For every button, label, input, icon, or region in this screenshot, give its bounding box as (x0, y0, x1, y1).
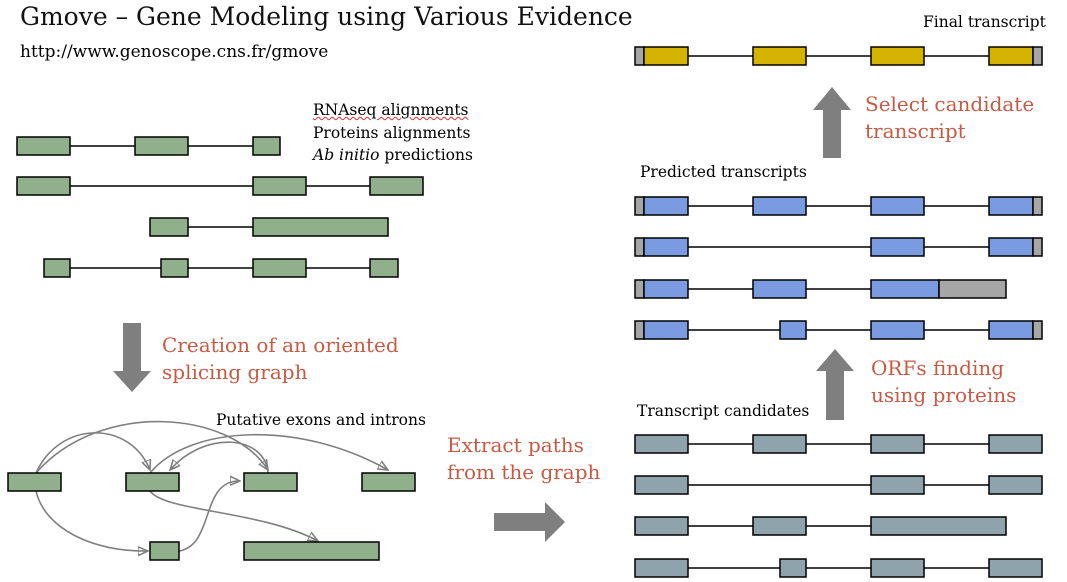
graph-exon-node (243, 472, 298, 492)
graph-exon-node (7, 472, 62, 492)
arrow-up-icon (816, 349, 854, 420)
graph-exon-node (361, 472, 416, 492)
evidence-exon (149, 217, 189, 237)
arrow-up-icon (813, 87, 851, 158)
label-putative-exons-introns: Putative exons and introns (216, 411, 426, 429)
graph-edges (35, 420, 388, 551)
evidence-exon (43, 258, 71, 278)
evidence-row-2 (16, 176, 424, 196)
evidence-exon (134, 136, 189, 156)
evidence-row-1 (16, 136, 281, 156)
evidence-exon (252, 136, 281, 156)
transcript-candidates (634, 434, 1043, 578)
candidate-row-3 (634, 516, 1007, 536)
arrow-down-icon (113, 323, 151, 392)
evidence-exon (16, 176, 71, 196)
evidence-exon (252, 217, 389, 237)
evidence-exon (16, 136, 71, 156)
evidence-alignments (16, 136, 424, 278)
splicing-graph (7, 420, 416, 561)
evidence-row-4 (43, 258, 399, 278)
project-url: http://www.genoscope.cns.fr/gmove (20, 42, 329, 62)
predicted-row-1 (634, 196, 1043, 216)
evidence-exon (160, 258, 189, 278)
legend-proteins: Proteins alignments (313, 124, 471, 142)
evidence-exon (369, 258, 399, 278)
legend-abinitio: Ab initio predictions (313, 146, 473, 164)
graph-exon-node (125, 472, 180, 492)
predicted-row-3 (634, 279, 1007, 299)
label-transcript-candidates: Transcript candidates (637, 402, 810, 420)
evidence-exon (252, 258, 307, 278)
evidence-exon (252, 176, 307, 196)
predicted-row-2 (634, 237, 1043, 257)
final-transcript (634, 46, 1043, 66)
label-final-transcript: Final transcript (923, 13, 1046, 31)
graph-exon-node (243, 541, 380, 561)
evidence-row-3 (149, 217, 389, 237)
evidence-exon (369, 176, 424, 196)
candidate-row-2 (634, 475, 1043, 495)
arrow-right-icon (494, 502, 565, 542)
candidate-row-1 (634, 434, 1043, 454)
legend-rnaseq: RNAseq alignments (313, 101, 469, 119)
graph-exon-node (149, 541, 180, 561)
label-predicted-transcripts: Predicted transcripts (640, 163, 807, 181)
page-title: Gmove – Gene Modeling using Various Evid… (20, 2, 633, 31)
predicted-row-4 (634, 320, 1043, 340)
predicted-transcripts (634, 196, 1043, 340)
candidate-row-4 (634, 558, 1043, 578)
